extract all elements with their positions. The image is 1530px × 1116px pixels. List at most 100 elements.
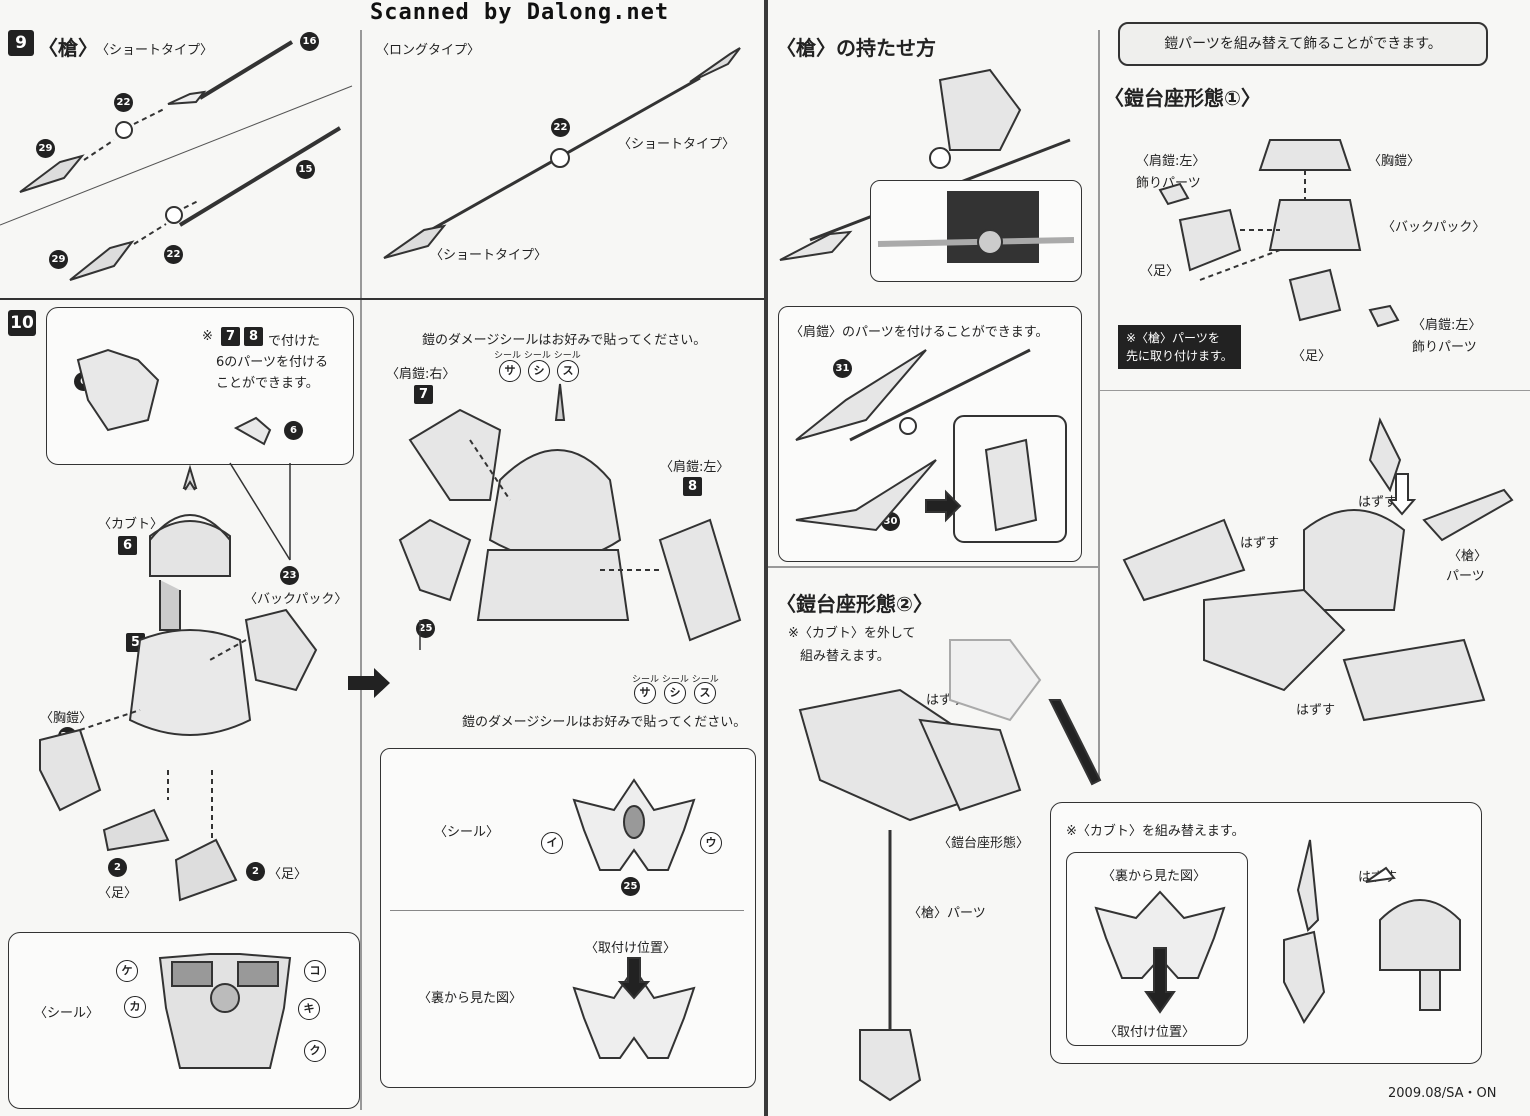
part-number: 2	[108, 858, 127, 877]
kata-right-num: 7	[414, 385, 433, 404]
seal-letter: シ	[664, 682, 686, 704]
kabuto-swap-note: ※〈カブト〉を組み替えます。	[1066, 824, 1245, 839]
form1-title: 〈鎧台座形態①〉	[1104, 86, 1261, 110]
divider-step9-mid	[360, 30, 362, 298]
hand-grip-zoom-illustration	[877, 191, 1075, 263]
seal-letter: キ	[298, 998, 320, 1020]
seal2-label: 〈シール〉	[434, 825, 500, 840]
muneyoroi-label: 〈胸鎧〉	[40, 711, 93, 726]
yari-parts-b: パーツ	[1446, 569, 1485, 584]
yari-parts-c: 〈槍〉パーツ	[908, 906, 986, 921]
note-num-8: 8	[244, 327, 263, 346]
short-type-label-b: 〈ショートタイプ〉	[430, 248, 548, 263]
ura2-label: 〈裏から見た図〉	[1102, 869, 1207, 884]
note-line3: ことができます。	[216, 376, 319, 391]
damage-note-top: 鎧のダメージシールはお好みで貼ってください。	[422, 333, 707, 348]
page-gutter	[764, 0, 768, 1116]
seal-letter: カ	[124, 996, 146, 1018]
seal-letter: ス	[694, 682, 716, 704]
step9-number: 9	[8, 30, 34, 56]
toritsuke2-label: 〈取付け位置〉	[1104, 1025, 1196, 1040]
ashi-a-r: 〈足〉	[1140, 264, 1180, 279]
part-number: 22	[164, 245, 183, 264]
part-number: 2	[246, 862, 265, 881]
form2-note-1: ※〈カブト〉を外して	[788, 626, 916, 641]
divider-right-left	[768, 566, 1098, 568]
kabuto-label: 〈カブト〉	[98, 517, 164, 532]
backpack-r: 〈バックパック〉	[1382, 220, 1486, 235]
seal-letter: ク	[304, 1040, 326, 1062]
part-number: 25	[621, 877, 640, 896]
step9-title: 〈槍〉	[38, 36, 98, 60]
divider-step10-mid	[360, 300, 362, 1110]
kata-left-deco-b: 〈肩鎧:左〉	[1412, 318, 1482, 333]
seal-letter: シ	[528, 360, 550, 382]
hazusu-c: はずす	[1296, 703, 1336, 718]
ashi-label-b: 〈足〉	[268, 867, 308, 882]
seal-letter: サ	[499, 360, 521, 382]
note-line1: で付けた	[268, 334, 321, 349]
form2-note-2: 組み替えます。	[800, 649, 890, 664]
yari-parts-a: 〈槍〉	[1448, 549, 1488, 564]
part-number: 16	[300, 32, 319, 51]
panel-divider	[390, 910, 744, 911]
ashi-b-r: 〈足〉	[1292, 349, 1332, 364]
note-yari: ※〈槍〉パーツを 先に取り付けます。	[1118, 325, 1241, 369]
step10-number: 10	[8, 310, 36, 336]
short-type-label-a: 〈ショートタイプ〉	[618, 137, 736, 152]
form1-exploded-illustration	[1158, 139, 1400, 328]
kata-left-label: 〈肩鎧:左〉	[660, 460, 730, 475]
part-number: 31	[833, 359, 852, 378]
part-number: 29	[36, 139, 55, 158]
part-number: 22	[551, 118, 570, 137]
part-number: 29	[49, 250, 68, 269]
kata-left-num: 8	[683, 477, 702, 496]
spear-holding-illustration	[779, 68, 1071, 261]
kata-parts-illustration	[795, 348, 1067, 543]
spear-assembly-illustration	[0, 40, 741, 281]
form2-illustration	[798, 639, 1102, 1102]
divider-step9	[0, 298, 764, 300]
seal-letter: サ	[634, 682, 656, 704]
body-assembly-illustration	[39, 348, 318, 902]
kazari-a: 飾りパーツ	[1136, 176, 1201, 191]
hazusu-a: はずす	[1358, 495, 1398, 510]
toritsuke-label: 〈取付け位置〉	[585, 941, 677, 956]
part-number: 6	[284, 421, 303, 440]
divider-right-mid	[1098, 30, 1100, 780]
watermark: Scanned by Dalong.net	[370, 0, 670, 25]
muneyoroi-r: 〈胸鎧〉	[1368, 154, 1421, 169]
header-note: 鎧パーツを組み替えて飾ることができます。	[1118, 22, 1488, 66]
footer-code: 2009.08/SA・ON	[1388, 1086, 1497, 1101]
divider-right-right	[1100, 390, 1530, 391]
back-view-2-illustration	[1094, 890, 1226, 1014]
form1-assembled-illustration	[1122, 417, 1514, 722]
note-yari-line1: ※〈槍〉パーツを	[1126, 331, 1220, 345]
seal-letter: ケ	[116, 960, 138, 982]
part-number: 22	[114, 93, 133, 112]
short-type-label: 〈ショートタイプ〉	[96, 43, 214, 58]
chest-seal-illustration	[158, 953, 292, 1069]
next-arrow-icon	[348, 668, 390, 698]
seal-label: 〈シール〉	[34, 1006, 100, 1021]
ashi-label-a: 〈足〉	[98, 886, 138, 901]
armor-attach-illustration	[398, 383, 742, 650]
form2-label: 〈鎧台座形態〉	[938, 836, 1030, 851]
backpack-label: 〈バックパック〉	[244, 592, 348, 607]
kata-right-label: 〈肩鎧:右〉	[386, 367, 456, 382]
seal-letter: コ	[304, 960, 326, 982]
seal-letter: ス	[557, 360, 579, 382]
seal-heading-top: シール シール シール	[494, 351, 581, 361]
note-yari-line2: 先に取り付けます。	[1126, 349, 1233, 363]
kabuto-num: 6	[118, 536, 137, 555]
kabuto-swap-illustration	[1283, 839, 1461, 1024]
kata-parts-note: 〈肩鎧〉のパーツを付けることができます。	[790, 325, 1049, 340]
form2-title: 〈鎧台座形態②〉	[776, 592, 933, 616]
back-view-illustration	[572, 957, 696, 1059]
ura-label: 〈裏から見た図〉	[418, 991, 523, 1006]
part-number: 23	[280, 566, 299, 585]
seal-heading-bottom: シール シール シール	[632, 675, 719, 685]
note-num-7: 7	[221, 327, 240, 346]
note-line2: 6のパーツを付ける	[216, 355, 329, 370]
seal-letter: イ	[541, 832, 563, 854]
